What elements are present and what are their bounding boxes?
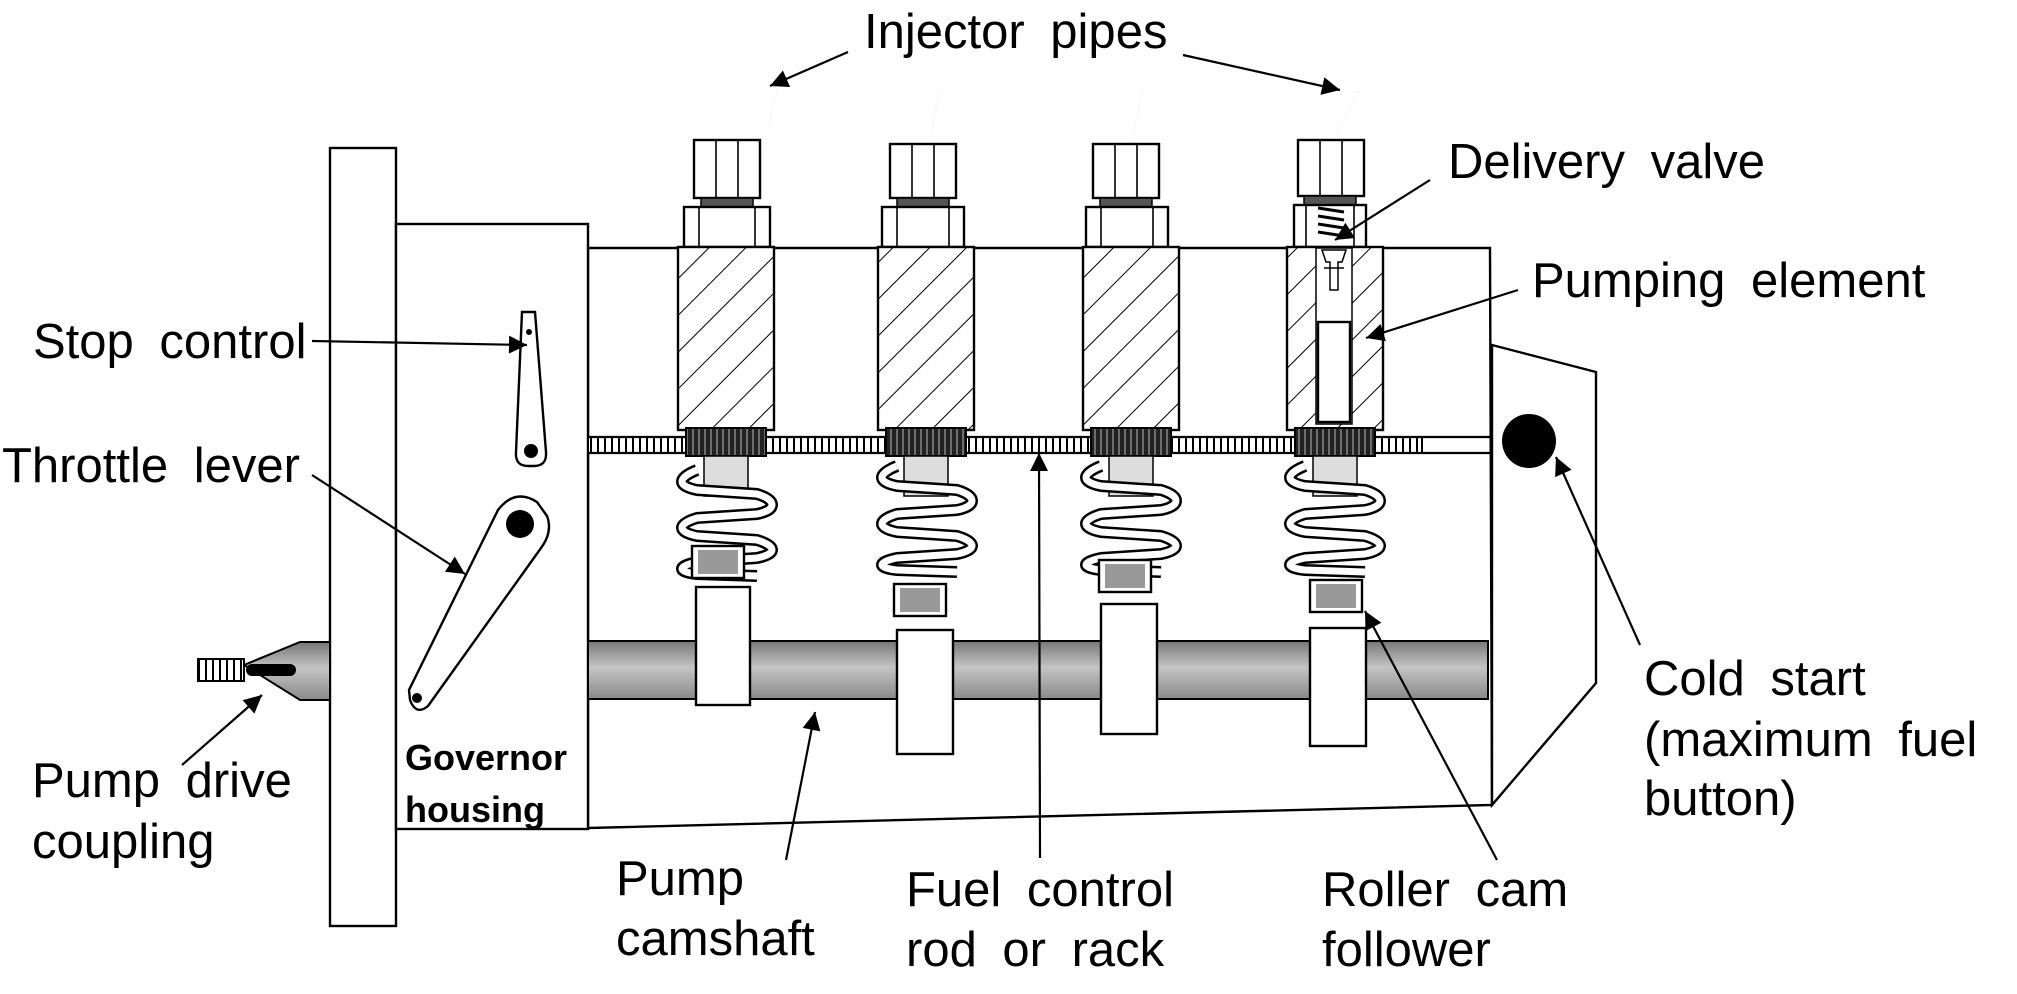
leader-pumping-element xyxy=(1365,288,1519,342)
cold-start-housing xyxy=(1490,343,1598,809)
label-fuel-control-rod-line2: rod or rack xyxy=(906,923,1165,977)
label-throttle-lever: Throttle lever xyxy=(2,439,300,493)
label-cold-start-line2: (maximum fuel xyxy=(1644,713,1977,767)
leader-injector-pipes-left xyxy=(769,50,849,88)
label-fuel-control-rod-line1: Fuel control xyxy=(906,863,1174,917)
cold-start-button xyxy=(1502,414,1556,468)
label-governor-housing-line1: Governor xyxy=(405,737,567,778)
leader-roller-cam-follower xyxy=(1364,610,1498,861)
label-injector-pipes: Injector pipes xyxy=(864,5,1167,59)
leader-fuel-control-rod xyxy=(1030,452,1049,859)
label-pump-camshaft-line1: Pump xyxy=(616,852,744,906)
pump-drive-coupling xyxy=(197,641,331,701)
leader-stop-control xyxy=(311,335,528,354)
leader-pump-drive-coupling xyxy=(181,694,263,766)
leader-pump-camshaft xyxy=(784,711,821,861)
pump-element-3 xyxy=(1080,91,1182,736)
pump-element-4 xyxy=(1284,91,1386,748)
label-roller-cam-follower-line2: follower xyxy=(1322,923,1491,977)
label-cold-start-line1: Cold start xyxy=(1644,652,1866,706)
label-pump-camshaft-line2: camshaft xyxy=(616,912,815,966)
label-stop-control: Stop control xyxy=(33,315,307,369)
label-pump-drive-coupling-line2: coupling xyxy=(32,815,215,869)
label-roller-cam-follower-line1: Roller cam xyxy=(1322,863,1568,917)
leader-cold-start xyxy=(1554,456,1642,646)
label-delivery-valve: Delivery valve xyxy=(1448,135,1765,189)
pump-element-2 xyxy=(876,91,978,756)
throttle-lever xyxy=(407,495,551,712)
leader-delivery-valve xyxy=(1334,179,1431,241)
label-cold-start-line3: button) xyxy=(1644,772,1797,826)
label-governor-housing-line2: housing xyxy=(405,789,545,830)
label-pumping-element: Pumping element xyxy=(1532,254,1926,308)
leader-throttle-lever xyxy=(311,474,466,575)
label-pump-drive-coupling-line1: Pump drive xyxy=(32,754,292,808)
leader-injector-pipes-right xyxy=(1182,53,1341,95)
pump-element-1 xyxy=(676,89,778,707)
mounting-flange xyxy=(328,146,398,928)
